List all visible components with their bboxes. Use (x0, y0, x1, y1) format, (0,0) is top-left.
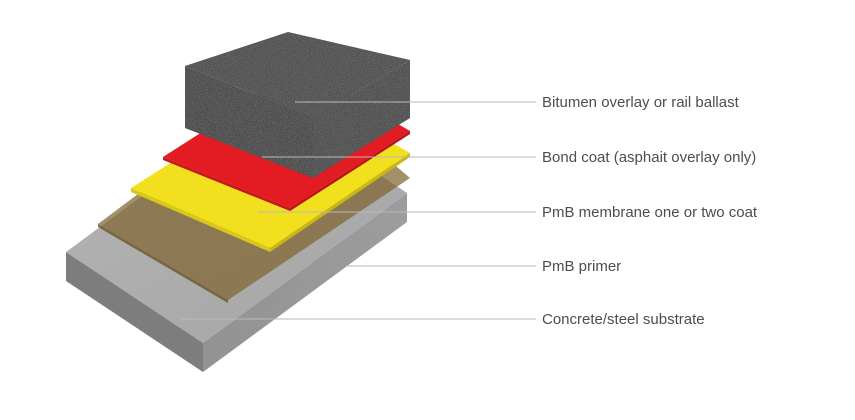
bond-left-edge (163, 157, 290, 211)
bond-front-edge (290, 131, 410, 211)
substrate-front-face (203, 193, 407, 372)
label-bitumen: Bitumen overlay or rail ballast (542, 94, 740, 111)
bitumen-left-face (185, 66, 313, 178)
label-substrate: Concrete/steel substrate (542, 311, 705, 328)
label-membrane: PmB membrane one or two coat (542, 204, 758, 221)
membrane-left-edge (131, 188, 270, 252)
bitumen-layer (185, 32, 410, 178)
bitumen-top-face (185, 32, 410, 118)
label-primer: PmB primer (542, 258, 621, 275)
bitumen-front-face (313, 60, 410, 178)
primer-edge (98, 224, 228, 303)
membrane-front-edge (270, 153, 410, 252)
layer-labels: Bitumen overlay or rail ballast Bond coa… (542, 94, 758, 328)
leader-lines (180, 101, 536, 320)
substrate-left-face (66, 252, 203, 372)
label-bond-coat: Bond coat (asphait overlay only) (542, 149, 756, 166)
